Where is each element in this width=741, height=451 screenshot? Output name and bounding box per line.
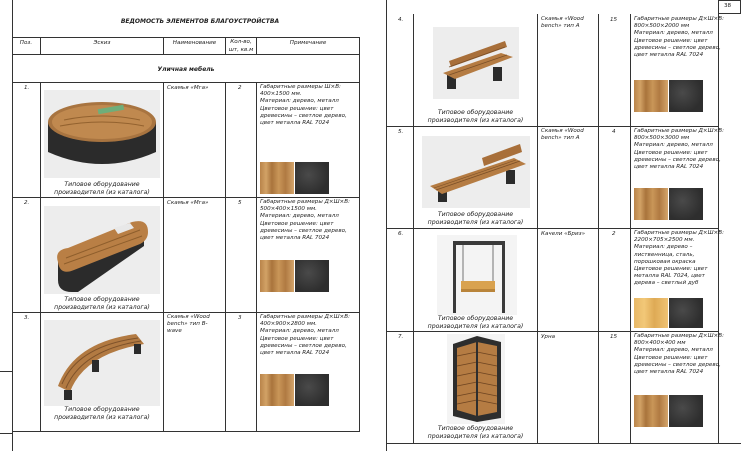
col-line — [256, 37, 257, 55]
col-line — [40, 82, 41, 432]
product-image-oval-bench — [44, 206, 160, 294]
col-header-qty: Кол-во, шт, кв.м — [228, 39, 254, 53]
row-pos: 3. — [24, 315, 30, 321]
page-number: 38 — [724, 3, 732, 9]
product-image-swing — [437, 235, 517, 315]
wood-swatch — [634, 298, 668, 328]
wood-swatch — [260, 374, 294, 406]
row-note: Габаритные размеры Ш×В:400×1500 мм.Матер… — [260, 84, 347, 127]
wood-swatch — [260, 260, 294, 292]
row-qty: 15 — [610, 17, 618, 23]
col-header-pos: Поз. — [19, 40, 33, 46]
row-name: Урна — [541, 334, 556, 340]
col-line — [256, 82, 257, 432]
row-qty: 15 — [610, 334, 618, 340]
row-divider — [386, 331, 719, 332]
row-qty: 5 — [238, 200, 242, 206]
wood-swatch — [634, 395, 668, 427]
col-header-sketch: Эскиз — [93, 40, 111, 46]
metal-swatch — [669, 80, 703, 112]
col-line — [163, 82, 164, 432]
row-pos: 5. — [398, 129, 404, 135]
metal-swatch — [669, 395, 703, 427]
section-title: Уличная мебель — [157, 66, 215, 73]
row-divider — [386, 126, 719, 127]
col-line — [225, 37, 226, 55]
product-image-bench-a-long — [422, 136, 530, 208]
col-line — [630, 14, 631, 444]
row-qty: 4 — [612, 129, 616, 135]
col-line — [163, 37, 164, 55]
row-name: Скамья «Мга» — [167, 85, 209, 91]
product-image-bench-a — [433, 27, 519, 99]
metal-swatch — [295, 162, 329, 194]
metal-swatch — [669, 298, 703, 328]
col-line — [40, 37, 41, 55]
frame-tick — [0, 371, 12, 372]
wood-swatch — [260, 162, 294, 194]
table-right — [359, 37, 360, 432]
row-note: Габаритные размеры Д×Ш×В:2200×705×2500 м… — [634, 230, 724, 287]
row-pos: 2. — [24, 200, 30, 206]
sheet-bottom — [386, 443, 741, 444]
sheet-border — [386, 0, 387, 451]
product-image-wave-bench — [44, 320, 160, 406]
product-image-round-bench — [44, 90, 160, 178]
row-divider — [12, 312, 360, 313]
row-name: Скамья «Мга» — [167, 200, 209, 206]
wood-swatch — [634, 188, 668, 220]
row-note: Габаритные размеры Д×Ш×В:800×500×2000 мм… — [634, 16, 724, 59]
row-qty: 3 — [238, 315, 242, 321]
header-bottom — [12, 54, 360, 55]
row-note: Габаритные размеры Д×Ш×В:500×400×1500 мм… — [260, 199, 350, 242]
row-pos: 7. — [398, 334, 404, 340]
metal-swatch — [295, 374, 329, 406]
metal-swatch — [295, 260, 329, 292]
row-qty: 2 — [612, 231, 616, 237]
row-qty: 2 — [238, 85, 242, 91]
col-line — [537, 14, 538, 444]
row-pos: 4. — [398, 17, 404, 23]
table-bottom — [12, 431, 360, 432]
sheet-border — [12, 0, 13, 451]
row-pos: 6. — [398, 231, 404, 237]
page-title: ВЕДОМОСТЬ ЭЛЕМЕНТОВ БЛАГОУСТРОЙСТВА — [120, 18, 280, 25]
row-note: Габаритные размеры Д×Ш×В:800×500×3000 мм… — [634, 128, 724, 171]
row-pos: 1. — [24, 85, 30, 91]
row-divider — [386, 228, 719, 229]
col-header-note: Примечание — [289, 40, 327, 46]
wood-swatch — [634, 80, 668, 112]
col-line — [225, 82, 226, 432]
col-line — [413, 14, 414, 444]
col-line — [598, 14, 599, 444]
row-name: Качели «Бриз» — [541, 231, 586, 237]
product-image-urn — [447, 334, 505, 424]
row-divider — [12, 197, 360, 198]
col-header-name: Наименование — [172, 40, 217, 46]
row-note: Габаритные размеры Д×Ш×В:400×900×2800 мм… — [260, 314, 350, 357]
frame-tick — [0, 433, 12, 434]
table-top — [12, 37, 360, 38]
table-right — [718, 14, 719, 444]
metal-swatch — [669, 188, 703, 220]
section-bottom — [12, 82, 360, 83]
